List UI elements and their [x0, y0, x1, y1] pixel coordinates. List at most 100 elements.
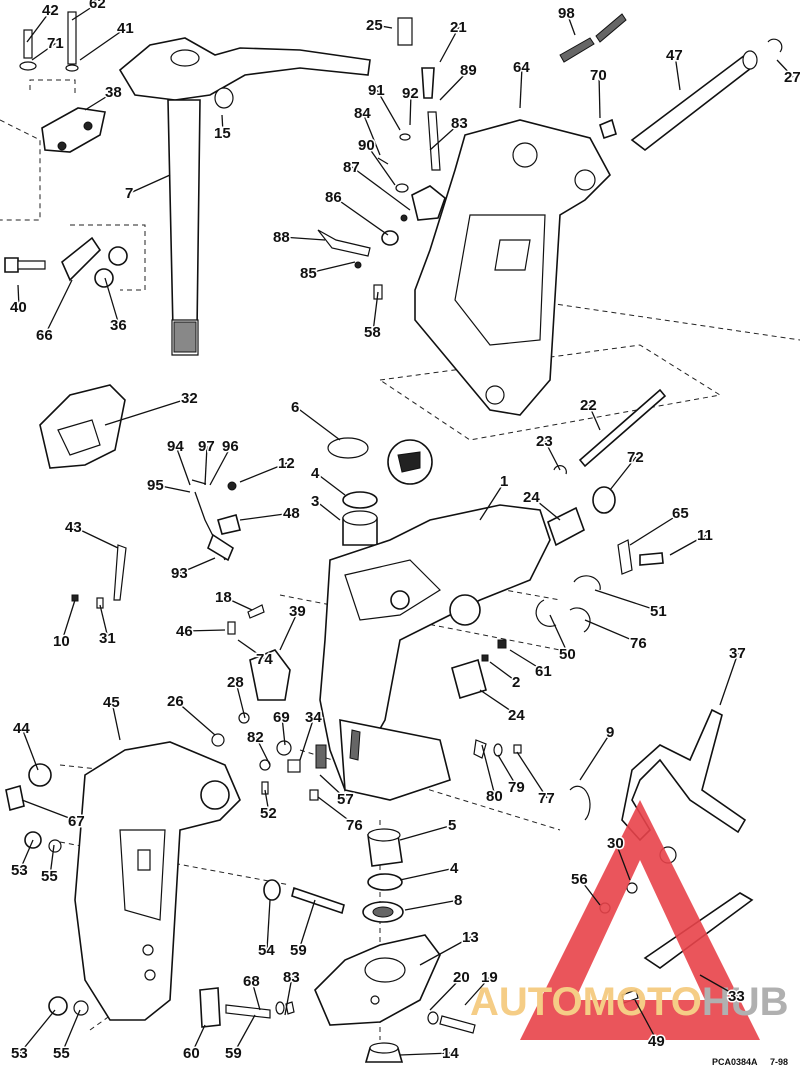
leader-line-p96 — [209, 445, 232, 486]
part-label-p54: 54 — [258, 942, 275, 959]
leader-line-p5 — [399, 824, 454, 841]
part-label-p83a: 83 — [451, 115, 468, 132]
leader-line-p48 — [239, 512, 293, 521]
leader-line-p53a — [19, 839, 34, 871]
part-label-p48: 48 — [283, 505, 300, 522]
part-label-p1: 1 — [500, 473, 508, 490]
leader-line-p27 — [776, 59, 794, 78]
diagram-revision: 7-98 — [770, 1057, 788, 1067]
leader-line-p46 — [184, 629, 226, 632]
part-label-p51: 51 — [650, 603, 667, 620]
part-label-p42: 42 — [42, 2, 59, 19]
part-label-p88: 88 — [273, 229, 290, 246]
leader-line-p28 — [235, 681, 246, 719]
leader-line-p19 — [464, 976, 491, 1006]
leader-line-p4b — [399, 867, 456, 881]
part-label-p69: 69 — [273, 709, 290, 726]
part-label-p33: 33 — [728, 988, 745, 1005]
tilt-lever-assembly — [473, 708, 754, 1004]
leader-line-p30 — [615, 842, 631, 881]
tilt-hardware — [211, 604, 327, 801]
leader-line-p66 — [44, 279, 73, 336]
leader-line-p97 — [204, 445, 208, 486]
part-label-p20: 20 — [453, 969, 470, 986]
bushing-stack-upper — [327, 437, 433, 546]
part-label-p4b: 4 — [450, 860, 459, 877]
part-label-p53b: 53 — [11, 1045, 28, 1062]
leader-line-p3 — [315, 500, 341, 521]
part-label-p76a: 76 — [630, 635, 647, 652]
part-label-p43: 43 — [65, 519, 82, 536]
part-label-p5: 5 — [448, 817, 456, 834]
leader-line-p8 — [404, 899, 460, 911]
wire-harness — [191, 479, 241, 562]
part-label-p37: 37 — [729, 645, 746, 662]
leader-line-p60 — [191, 1024, 206, 1054]
part-label-p65: 65 — [672, 505, 689, 522]
leader-line-p84 — [362, 112, 381, 156]
watermark: AUTOMOTOHUB — [470, 800, 789, 1040]
part-label-p31: 31 — [99, 630, 116, 647]
part-label-p7: 7 — [125, 185, 133, 202]
part-label-p2: 2 — [512, 674, 520, 691]
leader-line-p77 — [516, 751, 548, 799]
part-label-p26: 26 — [167, 693, 184, 710]
part-label-p45: 45 — [103, 694, 120, 711]
part-label-p11: 11 — [697, 527, 713, 544]
leader-line-p15 — [221, 114, 224, 134]
leader-line-p64 — [519, 66, 523, 109]
lower-yoke — [314, 934, 441, 1063]
part-label-p80: 80 — [486, 788, 503, 805]
leader-line-p53b — [19, 1009, 56, 1054]
leader-line-p44 — [21, 727, 39, 771]
part-label-p3: 3 — [311, 493, 319, 510]
part-label-p28: 28 — [227, 674, 244, 691]
part-label-p38: 38 — [105, 84, 122, 101]
watermark-triangle — [520, 800, 760, 1040]
part-label-p44: 44 — [13, 720, 30, 737]
part-label-p30: 30 — [607, 835, 624, 852]
part-label-p57: 57 — [337, 791, 354, 808]
leader-line-p9 — [579, 731, 612, 781]
leader-line-p38 — [84, 91, 115, 111]
part-label-p41: 41 — [117, 20, 134, 37]
leader-line-p61 — [509, 649, 545, 672]
leader-line-p94 — [175, 445, 191, 486]
leader-line-p2 — [489, 661, 518, 683]
leader-line-p54 — [266, 899, 271, 951]
part-label-p50: 50 — [559, 646, 576, 663]
leader-line-p85 — [308, 261, 356, 274]
leader-line-p87 — [351, 166, 411, 211]
part-label-p92: 92 — [402, 85, 419, 102]
part-label-p84: 84 — [354, 105, 371, 122]
leader-line-p57 — [319, 774, 347, 800]
leader-line-p74 — [237, 639, 266, 660]
yoke-bracket — [41, 107, 106, 153]
leader-line-p18 — [223, 596, 253, 611]
leader-line-p12 — [239, 462, 288, 483]
leader-line-p92 — [409, 92, 412, 126]
part-label-p94: 94 — [167, 438, 184, 455]
leader-line-p98 — [566, 12, 576, 36]
leader-line-p24b — [479, 689, 518, 716]
part-label-p24a: 24 — [523, 489, 540, 506]
part-label-p56: 56 — [571, 871, 588, 888]
leader-line-p65 — [629, 512, 682, 546]
part-label-p85: 85 — [300, 265, 317, 282]
leader-line-p24a — [531, 496, 561, 521]
leader-line-p23 — [544, 440, 561, 471]
leader-lines — [17, 2, 794, 1056]
part-label-p39: 39 — [289, 603, 306, 620]
part-label-p67: 67 — [68, 813, 85, 830]
leader-line-p95 — [155, 484, 191, 493]
part-label-p97: 97 — [198, 438, 215, 455]
part-label-p77: 77 — [538, 790, 555, 807]
leader-line-p72 — [609, 456, 637, 491]
part-label-p15: 15 — [214, 125, 231, 142]
leader-line-p86 — [333, 196, 389, 236]
leader-line-p58 — [372, 291, 379, 333]
part-label-p95: 95 — [147, 477, 164, 494]
part-label-p13: 13 — [462, 929, 479, 946]
part-label-p23: 23 — [536, 433, 553, 450]
